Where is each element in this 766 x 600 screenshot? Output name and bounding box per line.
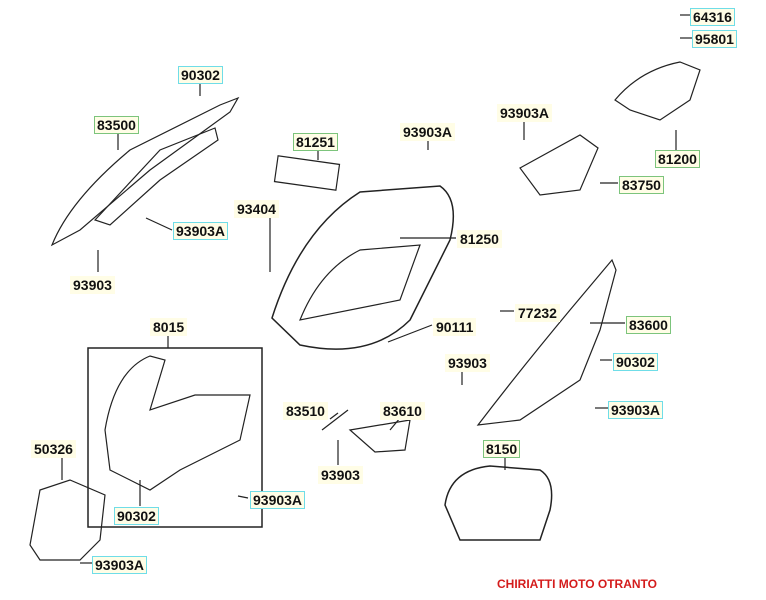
part-83500-side-cover-left xyxy=(50,96,240,247)
label-77232: 77232 xyxy=(515,304,560,322)
label-95801: 95801 xyxy=(692,30,737,48)
part-83610-bracket xyxy=(348,419,411,453)
label-81251: 81251 xyxy=(293,133,338,151)
part-81200-rack xyxy=(614,61,701,121)
label-81200: 81200 xyxy=(655,150,700,168)
label-83600: 83600 xyxy=(626,316,671,334)
label-93903a: 93903A xyxy=(250,491,306,509)
label-83750: 83750 xyxy=(619,176,664,194)
label-90111: 90111 xyxy=(433,318,477,336)
part-8015-front-cover xyxy=(104,355,251,491)
label-83510: 83510 xyxy=(283,402,328,420)
label-93903: 93903 xyxy=(318,466,363,484)
label-93903a: 93903A xyxy=(608,401,664,419)
label-93903a: 93903A xyxy=(497,104,553,122)
label-90302: 90302 xyxy=(178,66,223,84)
label-93903a: 93903A xyxy=(400,123,456,141)
part-8150-top-box xyxy=(444,465,553,541)
part-81250-helmet-box xyxy=(271,185,455,350)
label-93903a: 93903A xyxy=(92,556,148,574)
label-90302: 90302 xyxy=(613,353,658,371)
dealer-watermark: CHIRIATTI MOTO OTRANTO xyxy=(497,577,657,591)
label-93903a: 93903A xyxy=(173,222,229,240)
label-93903: 93903 xyxy=(70,276,115,294)
label-64316: 64316 xyxy=(690,8,735,26)
label-50326: 50326 xyxy=(31,440,76,458)
label-93404: 93404 xyxy=(234,200,279,218)
part-83510-rod xyxy=(321,409,349,431)
label-8150: 8150 xyxy=(483,440,521,458)
label-93903: 93903 xyxy=(445,354,490,372)
leader-lines xyxy=(61,14,694,564)
label-83500: 83500 xyxy=(94,116,139,134)
part-83750-rear-cover xyxy=(519,134,599,196)
part-81251-lid xyxy=(273,155,341,191)
part-83600-side-cover-right xyxy=(476,258,617,426)
label-83610: 83610 xyxy=(380,402,425,420)
label-81250: 81250 xyxy=(457,230,502,248)
label-8015: 8015 xyxy=(150,318,188,336)
part-50326-inner-cover xyxy=(29,479,106,561)
kit-box-8015 xyxy=(87,347,263,528)
label-90302: 90302 xyxy=(114,507,159,525)
